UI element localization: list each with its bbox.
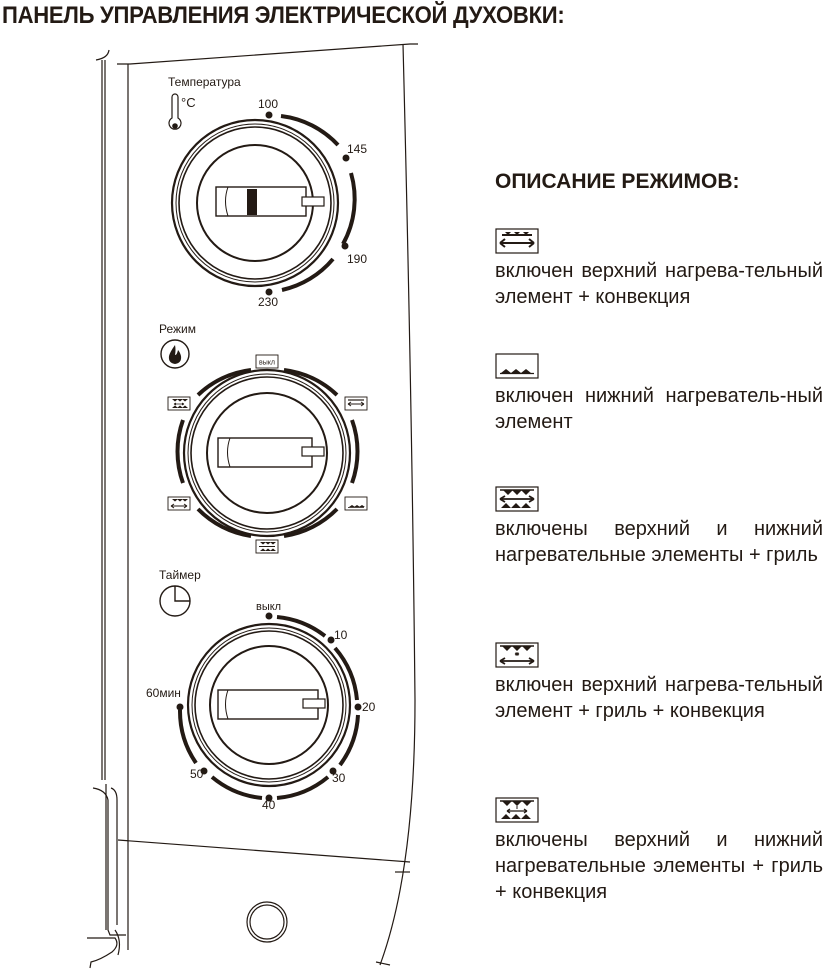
legend-mode-3-text: включены верхний и нижний нагревательные… — [495, 518, 823, 566]
temperature-label: Температура — [168, 75, 241, 89]
timer-mark-40: 40 — [262, 798, 276, 812]
clock-icon — [159, 585, 191, 617]
top-bottom-heater-grill-icon — [495, 486, 539, 512]
timer-mark-off: выкл — [256, 601, 281, 613]
timer-mark-50: 50 — [190, 767, 204, 781]
svg-text:выкл: выкл — [259, 360, 275, 367]
mode-position-off[interactable]: выкл — [255, 354, 279, 369]
top-heater-convection-icon — [495, 228, 539, 254]
mode-knob-group: Режим выкл — [159, 322, 368, 554]
legend-mode-2-text: включен нижний нагреватель-ный элемент — [495, 385, 823, 433]
legend-mode-5: включены верхний и нижний нагревательные… — [495, 797, 823, 905]
mode-position-top-grill-convection[interactable] — [167, 496, 191, 511]
oven-body-outline — [87, 43, 418, 969]
temp-mark-145: 145 — [347, 142, 367, 156]
temp-mark-190: 190 — [347, 252, 367, 266]
flame-icon — [160, 339, 190, 369]
mode-position-top-convection[interactable] — [344, 396, 368, 411]
temperature-knob-group: Температура °C 100 145 190 230 — [168, 75, 367, 309]
temp-mark-100: 100 — [258, 97, 278, 111]
indicator-lamp — [246, 901, 288, 943]
thermometer-icon — [168, 93, 182, 130]
legend-mode-4-text: включен верхний нагрева-тельный элемент … — [495, 674, 823, 722]
timer-mark-30: 30 — [332, 771, 346, 785]
legend-mode-4: включен верхний нагрева-тельный элемент … — [495, 642, 823, 724]
mode-knob[interactable] — [182, 368, 352, 538]
timer-mark-10: 10 — [334, 628, 348, 642]
bottom-heater-icon — [495, 353, 539, 379]
mode-position-top-bottom-grill[interactable] — [255, 539, 279, 554]
timer-knob-group: Таймер выкл 10 20 30 40 50 60мин — [146, 568, 376, 812]
temperature-unit: °C — [181, 95, 196, 110]
top-bottom-heater-grill-convection-icon — [495, 797, 539, 823]
temp-mark-230: 230 — [258, 295, 278, 309]
timer-mark-20: 20 — [362, 700, 376, 714]
legend-mode-2: включен нижний нагреватель-ный элемент — [495, 353, 823, 435]
timer-mark-60: 60мин — [146, 686, 181, 700]
timer-label: Таймер — [159, 568, 201, 582]
mode-position-top-bottom-grill-convection[interactable] — [167, 396, 191, 411]
legend-title: ОПИСАНИЕ РЕЖИМОВ: — [495, 170, 740, 193]
legend-mode-1: включен верхний нагрева-тельный элемент … — [495, 228, 823, 310]
legend-mode-1-text: включен верхний нагрева-тельный элемент … — [495, 260, 823, 308]
mode-position-bottom[interactable] — [344, 496, 368, 511]
legend-mode-5-text: включены верхний и нижний нагревательные… — [495, 829, 823, 903]
top-heater-grill-convection-icon — [495, 642, 539, 668]
mode-label: Режим — [159, 322, 196, 336]
page-title: ПАНЕЛЬ УПРАВЛЕНИЯ ЭЛЕКТРИЧЕСКОЙ ДУХОВКИ: — [2, 2, 565, 29]
temperature-knob[interactable] — [170, 118, 340, 288]
timer-knob[interactable] — [186, 622, 352, 788]
legend-mode-3: включены верхний и нижний нагревательные… — [495, 486, 823, 568]
